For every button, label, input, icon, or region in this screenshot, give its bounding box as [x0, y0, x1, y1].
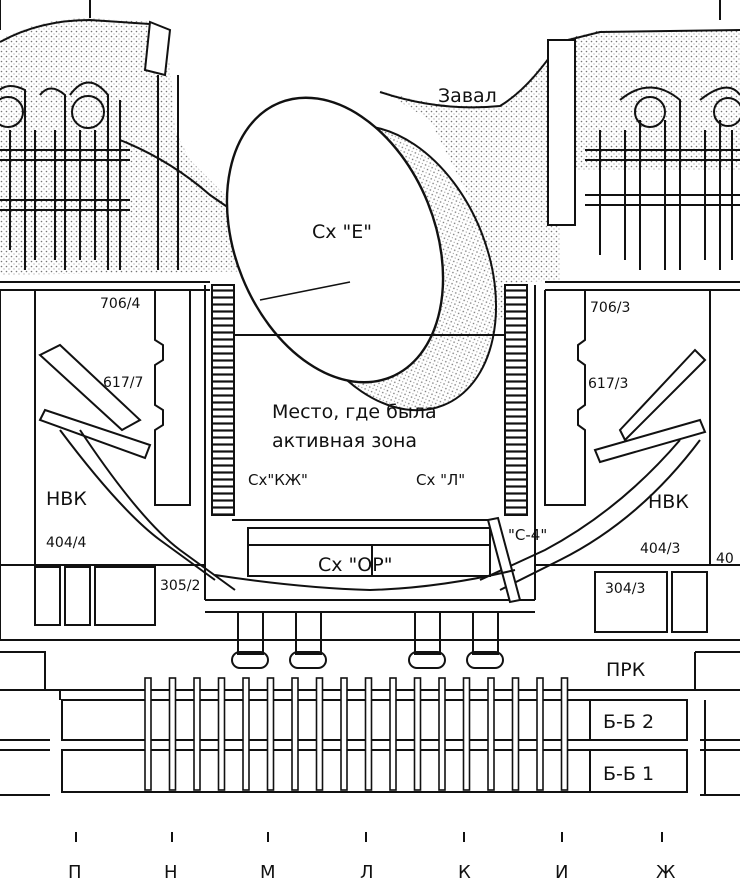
axis-label: Ж	[656, 862, 676, 883]
channel-tube	[364, 677, 373, 791]
label-prk: ПРК	[606, 659, 646, 681]
channel-tube	[536, 677, 544, 791]
label-room-706-3: 706/3	[590, 300, 630, 316]
channel-tube	[487, 677, 495, 791]
channel-tube	[217, 677, 226, 791]
label-zaval: Завал	[438, 85, 497, 107]
top-left-piping	[0, 0, 179, 270]
label-core-line2: активная зона	[272, 430, 417, 452]
channel-tube	[266, 677, 275, 791]
bb1-label-box	[589, 749, 688, 793]
channel-tube	[438, 677, 446, 791]
text-labels: Завал Сх "Е" Место, где была активная зо…	[46, 85, 734, 785]
channel-tube	[193, 677, 201, 791]
left-compartment-walls	[0, 290, 236, 640]
right-compartment-walls	[479, 290, 740, 633]
shaft-wall-right	[504, 284, 528, 516]
label-room-617-7: 617/7	[103, 375, 143, 391]
axis-label: Л	[360, 862, 374, 883]
label-schema-or: Сх "ОР"	[318, 554, 392, 576]
upper-shield-disc	[225, 96, 498, 412]
shaft-outer-frame	[204, 285, 536, 600]
channel-tube	[413, 677, 422, 791]
label-nvk-left: НВК	[46, 488, 87, 510]
shaft-wall-left	[211, 284, 235, 516]
label-room-404-3: 404/3	[640, 541, 680, 557]
channel-tube	[291, 677, 299, 791]
channel-tube	[315, 677, 324, 791]
bb1-box	[61, 749, 688, 793]
top-right-piping	[547, 0, 740, 270]
axis-label: Н	[164, 862, 178, 883]
label-schema-e: Сх "Е"	[312, 221, 372, 243]
axis-ticks	[75, 832, 663, 842]
label-nvk-right: НВК	[648, 491, 689, 513]
side-walls-bottom	[0, 700, 740, 796]
rubble-top-edge-left	[0, 18, 151, 43]
channel-tube	[144, 677, 152, 791]
channel-tube	[389, 677, 397, 791]
axis-labels: П Н М Л К И Ж	[68, 862, 676, 883]
label-room-304-3: 304/3	[605, 581, 645, 597]
lower-plate	[205, 516, 535, 613]
bb2-label-box	[589, 699, 688, 741]
channel-tubes	[144, 677, 569, 791]
bb2-box	[61, 699, 688, 741]
label-bb2: Б-Б 2	[603, 711, 654, 733]
label-room-706-4: 706/4	[100, 296, 140, 312]
channel-tube	[168, 677, 177, 791]
axis-label: П	[68, 862, 82, 883]
axis-label: М	[260, 862, 276, 883]
shaft-inner-outline	[233, 334, 506, 515]
label-room-305-2: 305/2	[160, 578, 200, 594]
label-room-617-3: 617/3	[588, 376, 628, 392]
axis-label: К	[458, 862, 471, 883]
label-bb1: Б-Б 1	[603, 763, 654, 785]
label-room-404-4: 404/4	[46, 535, 86, 551]
channel-tube	[560, 677, 569, 791]
label-core-line1: Место, где была	[272, 401, 437, 423]
label-schema-s4: "С-4"	[508, 526, 547, 544]
channel-tube	[242, 677, 250, 791]
label-edge-40: 40	[716, 551, 734, 567]
channel-tube	[511, 677, 520, 791]
label-schema-kzh: Сх"КЖ"	[248, 471, 308, 489]
lower-pipe-stubs	[231, 611, 504, 669]
channel-tube	[340, 677, 348, 791]
axis-label: И	[555, 862, 568, 883]
label-schema-l: Сх "Л"	[416, 471, 465, 489]
upper-floor-line	[0, 281, 740, 291]
channel-tube	[462, 677, 471, 791]
